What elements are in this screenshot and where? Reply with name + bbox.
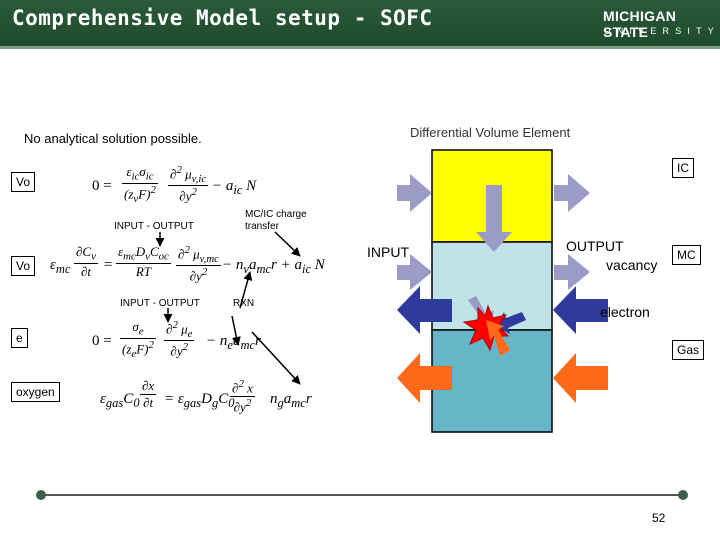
footer-cap-right [678,490,688,500]
header-bar [0,0,720,46]
logo-line-1: MICHIGAN STATE [603,8,677,40]
slide-title: Comprehensive Model setup - SOFC [12,6,433,30]
electron-arrow-right [553,286,608,334]
var-box-oxygen: oxygen [11,382,60,402]
oxygen-arrow-left [397,353,452,403]
var-box-vo-1: Vo [11,172,36,192]
oxygen-arrow-right [553,353,608,403]
footer-cap-left [36,490,46,500]
label-gas: Gas [672,340,705,360]
var-box-vo-2: Vo [11,256,36,276]
oxygen-to-reaction-arrow [486,320,510,356]
note-no-analytical: No analytical solution possible. [24,131,202,146]
vacancy-input-arrow-mid [397,254,432,290]
electron-arrow-left [397,286,452,334]
label-input-output-1: INPUT - OUTPUT [114,221,194,232]
vacancy-output-arrow-top [554,174,590,212]
diagram-title: Differential Volume Element [410,125,571,140]
reaction-star-icon [462,304,510,352]
label-transfer: transfer [245,221,279,232]
label-input-output-2: INPUT - OUTPUT [120,298,200,309]
label-output: OUTPUT [566,238,624,254]
footer-line [40,494,684,496]
label-mc-ic-charge: MC/IC charge [245,209,307,220]
header-divider [0,46,720,49]
label-mc: MC [672,245,701,265]
label-electron: electron [600,304,650,320]
page-number: 52 [652,511,666,525]
arrow-charge-transfer [274,231,301,257]
arrow-rxn-up [239,271,253,309]
logo-line-2: UNIVERSITY [604,26,720,36]
vacancy-down-arrow [476,185,512,252]
vacancy-input-arrow-top [397,174,432,212]
arrow-rxn-down [231,315,241,346]
vacancy-output-arrow-mid [554,254,590,290]
arrow-rxn-oxygen [251,331,301,385]
label-rxn: RXN [233,298,255,309]
label-input: INPUT [367,244,409,260]
label-ic: IC [672,158,694,178]
label-vacancy: vacancy [606,257,658,273]
var-box-e: e [11,328,28,348]
